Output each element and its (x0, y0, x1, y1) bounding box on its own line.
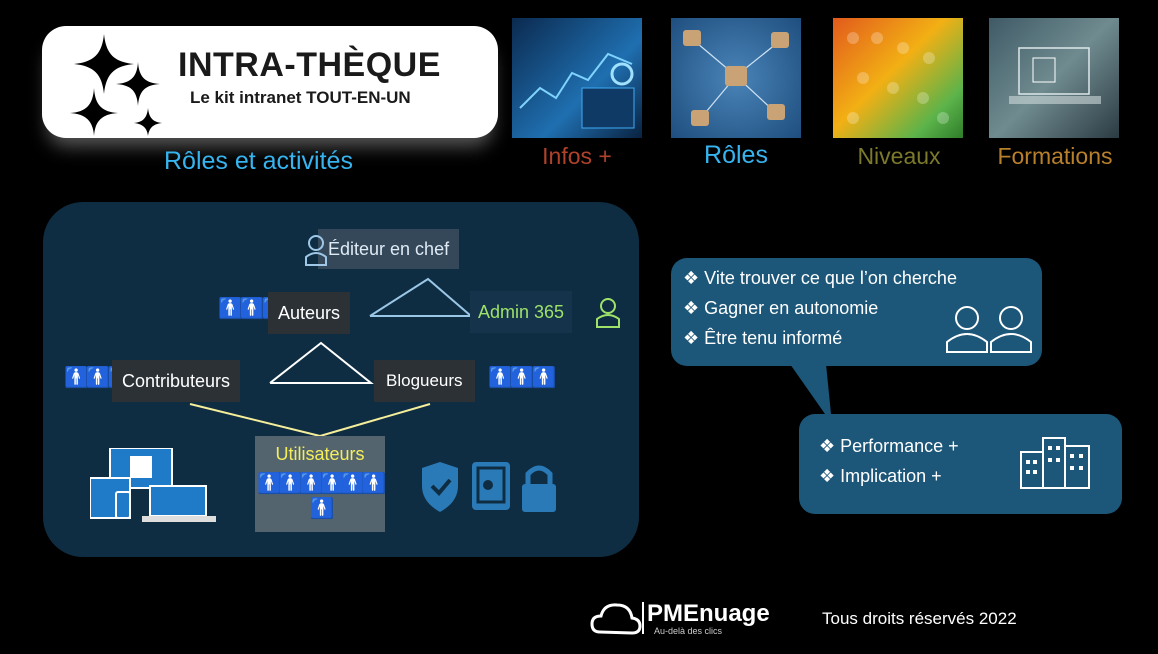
footer-tagline: Au-delà des clics (654, 626, 723, 636)
role-editor: Éditeur en chef (318, 229, 460, 269)
role-bloggers: Blogueurs (374, 360, 475, 402)
benefit-item: ❖ Vite trouver ce que l’on cherche (683, 268, 957, 288)
admin-person-icon (596, 298, 620, 328)
nav-training[interactable]: Formations (997, 143, 1113, 169)
outcome-item: ❖ Performance + (819, 436, 959, 456)
editor-person-icon (305, 235, 327, 266)
cloud-logo-icon (590, 603, 642, 635)
role-admin: Admin 365 (470, 291, 573, 333)
users-people-icon: 🚹🚹🚹🚹🚹🚹🚹 (257, 473, 386, 520)
network-icon (683, 30, 789, 126)
buildings-icon (1020, 437, 1090, 489)
devices-icon (90, 448, 216, 522)
infos-thumbnail[interactable] (512, 18, 642, 138)
training-thumbnail[interactable] (989, 18, 1119, 138)
outcome-item: ❖ Implication + (819, 466, 942, 486)
nav-roles[interactable]: Rôles (704, 141, 768, 169)
logo-subtitle: Le kit intranet TOUT-EN-UN (190, 88, 411, 107)
footer-brand: PMEnuage (647, 600, 770, 627)
role-users: Utilisateurs 🚹🚹🚹🚹🚹🚹🚹 (255, 436, 387, 532)
nav-levels[interactable]: Niveaux (857, 143, 941, 169)
role-contributors: Contributeurs (112, 360, 241, 402)
nav-infos[interactable]: Infos + (542, 143, 612, 169)
sparkle-icon (70, 34, 162, 136)
footer-rights: Tous droits réservés 2022 (822, 609, 1017, 628)
benefits-bubble: ❖ Vite trouver ce que l’on cherche ❖ Gag… (671, 258, 1042, 366)
blocks-icon (847, 32, 949, 124)
outcomes-bubble: ❖ Performance + ❖ Implication + (799, 414, 1122, 514)
security-icons (422, 462, 556, 512)
role-authors: Auteurs (268, 292, 351, 334)
analytics-icon (519, 52, 635, 129)
laptop-icon (1009, 47, 1101, 104)
benefit-item: ❖ Gagner en autonomie (683, 298, 879, 318)
footer-divider (642, 602, 644, 634)
logo-title: INTRA-THÈQUE (178, 46, 441, 84)
bubble-tail (790, 364, 832, 424)
levels-thumbnail[interactable] (833, 18, 963, 138)
roles-thumbnail[interactable] (671, 18, 801, 138)
users-pair-icon (946, 306, 1032, 353)
logo-card (42, 26, 498, 138)
users-label: Utilisateurs (275, 444, 365, 464)
section-title: Rôles et activités (164, 147, 353, 175)
bloggers-people-icon: 🚹🚹🚹 (488, 367, 557, 389)
benefit-item: ❖ Être tenu informé (683, 328, 843, 348)
